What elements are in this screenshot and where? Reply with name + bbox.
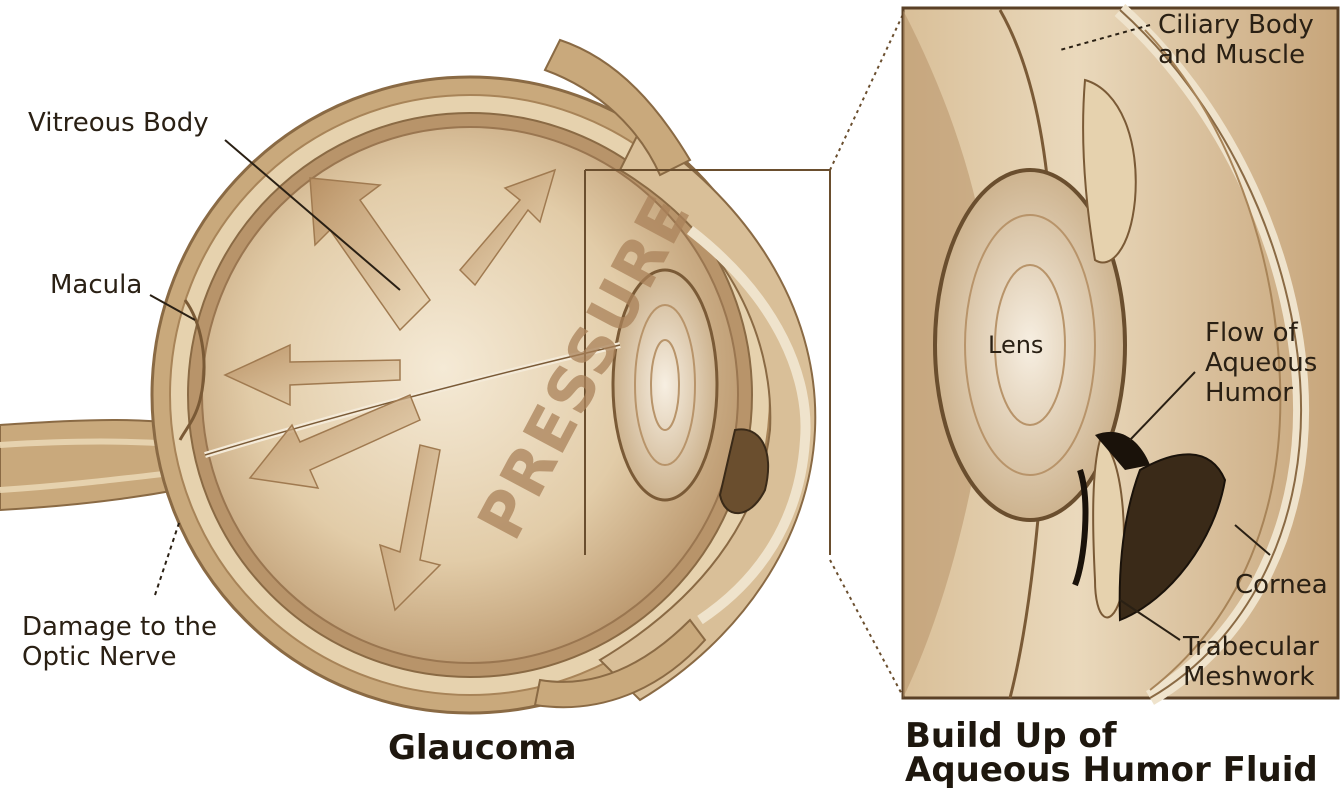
- label-flow-line3: Humor: [1205, 378, 1293, 408]
- label-vitreous-body: Vitreous Body: [28, 108, 209, 138]
- caption-build-up-line2: Aqueous Humor Fluid: [905, 752, 1318, 788]
- label-trabecular-line1: Trabecular: [1183, 632, 1319, 662]
- label-ciliary-line1: Ciliary Body: [1158, 10, 1314, 40]
- label-ciliary-line2: and Muscle: [1158, 40, 1305, 70]
- caption-build-up-line1: Build Up of: [905, 718, 1117, 754]
- label-flow-line1: Flow of: [1205, 318, 1298, 348]
- caption-glaucoma: Glaucoma: [388, 728, 577, 768]
- label-lens: Lens: [988, 330, 1043, 360]
- label-damage-line1: Damage to the: [22, 612, 217, 642]
- label-flow-line2: Aqueous: [1205, 348, 1317, 378]
- label-damage-line2: Optic Nerve: [22, 642, 176, 672]
- label-cornea: Cornea: [1235, 570, 1328, 600]
- label-trabecular-line2: Meshwork: [1183, 662, 1314, 692]
- label-macula: Macula: [50, 270, 142, 300]
